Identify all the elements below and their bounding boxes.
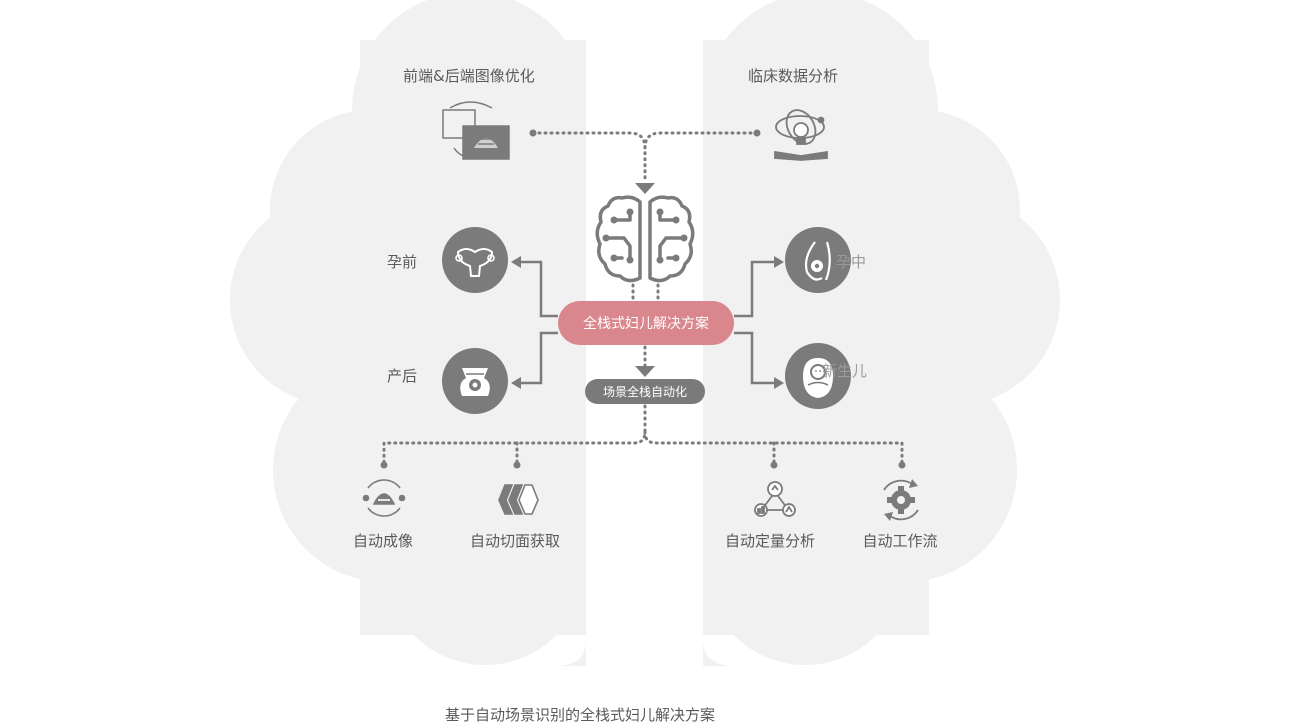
left-hemisphere <box>230 0 588 665</box>
lightbulb-book-icon <box>774 109 828 161</box>
connector-dot <box>529 129 537 137</box>
auto-section-label: 自动切面获取 <box>469 532 561 550</box>
arrow-left-icon <box>511 377 521 389</box>
section-planes-icon <box>498 484 539 515</box>
pregnant-belly-icon <box>785 227 851 293</box>
midline-gap <box>586 0 703 725</box>
auto-quant-label: 自动定量分析 <box>724 532 816 550</box>
arrow-right-icon <box>774 377 784 389</box>
arrow-down-icon <box>635 366 655 377</box>
pregnancy-label: 孕中 <box>836 253 867 271</box>
arrow-right-icon <box>774 256 784 268</box>
top-connector <box>531 131 759 182</box>
auto-workflow-label: 自动工作流 <box>862 532 938 550</box>
right-hemisphere <box>702 0 1060 665</box>
ultrasound-scan-icon <box>362 479 406 517</box>
postpartum-label: 产后 <box>387 367 418 385</box>
solution-pill: 全栈式妇儿解决方案 <box>558 301 734 345</box>
automation-pill: 场景全栈自动化 <box>585 379 705 404</box>
newborn-label: 新生儿 <box>822 362 868 380</box>
uterus-icon <box>442 227 508 293</box>
brain-nodes <box>602 208 688 264</box>
breastfeeding-icon <box>442 348 508 414</box>
newborn-baby-icon <box>785 343 851 409</box>
workflow-gear-icon <box>883 479 919 521</box>
arrow-left-icon <box>511 256 521 268</box>
ultrasound-image-icon <box>442 101 510 160</box>
quantitative-analysis-icon <box>754 481 796 517</box>
stage-connectors <box>519 260 775 385</box>
image-optimization-label: 前端&后端图像优化 <box>403 67 535 85</box>
arrow-down-icon <box>635 183 655 194</box>
bottom-connector <box>382 404 904 464</box>
pre-pregnancy-label: 孕前 <box>387 253 418 271</box>
figure-caption: 基于自动场景识别的全栈式妇儿解决方案 <box>445 706 716 724</box>
clinical-analysis-label: 临床数据分析 <box>748 67 839 85</box>
connector-dot <box>753 129 761 137</box>
auto-imaging-label: 自动成像 <box>352 532 414 550</box>
